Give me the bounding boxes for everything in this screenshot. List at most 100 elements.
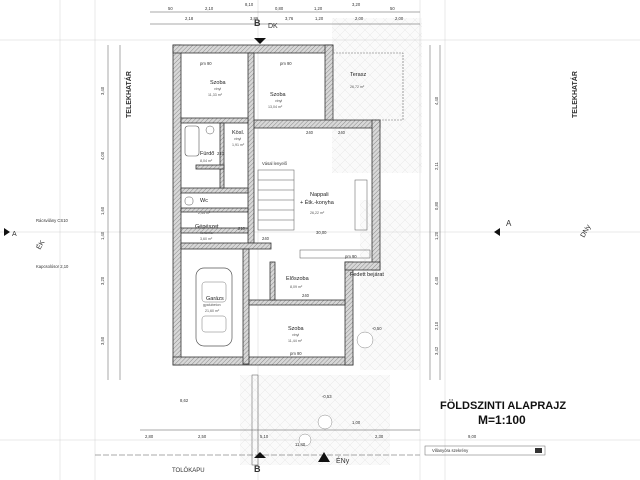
label-kitchen: Vásal lenyelő: [262, 161, 288, 166]
wc-bowl: [184, 196, 194, 206]
dimension-chain-right: 4,40 2,11 0,80 1,20 4,40 2,10 3,42: [429, 45, 441, 380]
drawing-scale: M=1:100: [478, 413, 526, 427]
dim-top2-4: 2,00: [395, 16, 404, 21]
room-name: Szoba: [288, 326, 305, 332]
svg-text:B: B: [254, 464, 261, 474]
compass-eny: ÉNy: [336, 456, 350, 465]
label-level-2: -0,53: [322, 394, 332, 399]
svg-text:A: A: [12, 231, 17, 238]
room-floor: vinyl: [292, 333, 299, 337]
label-210-a: 210: [217, 151, 225, 156]
washbasin: [205, 125, 215, 135]
label-240-b: 240: [338, 130, 346, 135]
label-240-d: 240: [302, 293, 310, 298]
dim-bottom-2: 5,10: [260, 434, 269, 439]
room-name: Fedett bejárat: [350, 272, 384, 278]
terrace-outline: [332, 52, 404, 121]
kitchen-island: [354, 179, 368, 231]
label-note-left-2: Kapcsolósor 2,10: [36, 264, 69, 269]
section-marker-b-bottom: B: [254, 452, 266, 474]
room-terasz: Terasz 26,72 m²: [350, 72, 366, 89]
dim-top-0: 50: [168, 6, 173, 11]
dim-bottom-3: 11,40: [295, 442, 306, 447]
dim-right-2: 0,80: [434, 201, 439, 210]
bathtub: [184, 125, 200, 157]
dim-right-4: 4,40: [434, 276, 439, 285]
label-note-left-1: Rácsvilány CS10: [36, 218, 69, 223]
dim-top2-1: 3,89: [250, 16, 259, 21]
label-pm90-d: pm 90: [345, 254, 357, 259]
kitchen-counter: [299, 249, 371, 259]
svg-text:B: B: [254, 18, 261, 28]
room-eloszoba: Előszoba 8,09 m²: [286, 276, 310, 289]
room-garazs: Garázs gyalubeton 21,60 m²: [203, 296, 224, 313]
room-nappali: Nappali + Étk.-konyha 26,22 m²: [300, 192, 335, 215]
meter-box-note: Villanyóra szekrény: [432, 448, 469, 453]
room-name: Wc: [200, 198, 208, 204]
boundary-label-right: TELEKHATÁR: [570, 71, 579, 118]
dimension-chain-top: 50 2,10 8,10 0,80 1,20 3,20 2,00 50 2,18…: [150, 2, 420, 25]
label-pm90-c: pm 90: [290, 351, 302, 356]
room-name: Előszoba: [286, 276, 310, 282]
room-floor: vinyl: [234, 137, 241, 141]
room-name: Nappali: [310, 192, 329, 198]
walls: [172, 44, 381, 366]
room-area: 3,60 m²: [200, 237, 213, 241]
room-floor: gyalubeton: [203, 303, 221, 307]
section-marker-a-right: A: [494, 219, 512, 236]
dim-top-2: 8,10: [245, 2, 254, 7]
dim-bottom-5: 2,30: [375, 434, 384, 439]
room-floor: vinyl: [214, 87, 221, 91]
room-szoba-3: Szoba vinyl 11,44 m²: [288, 326, 305, 343]
drawing-title: FÖLDSZINTI ALAPRAJZ: [440, 399, 566, 412]
room-floor: kerámia: [200, 231, 213, 235]
room-area: 11,44 m²: [288, 339, 303, 343]
gate-post: [251, 374, 259, 466]
dim-bottom-7: 8,62: [180, 398, 189, 403]
section-marker-a-left: A: [4, 228, 17, 238]
meter-box-icon: [535, 448, 542, 453]
room-name: Terasz: [350, 72, 366, 78]
dim-top-6: 2,00: [355, 16, 364, 21]
section-marker-b-top: B: [254, 18, 266, 44]
room-area: 11,33 m²: [208, 93, 223, 97]
room-area: 8,09 m²: [290, 285, 303, 289]
room-kosl: Kösl. vinyl 1,91 m²: [232, 130, 245, 147]
north-arrow-icon: [318, 452, 330, 462]
room-name: Kösl.: [232, 130, 245, 136]
room-name: Garázs: [206, 296, 224, 302]
dim-bottom-1: 2,50: [198, 434, 207, 439]
room-szoba-1: Szoba vinyl 11,33 m²: [208, 80, 227, 97]
dim-top-4: 1,20: [314, 6, 323, 11]
dim-top2-3: 1,20: [315, 16, 324, 21]
dim-right-6: 3,42: [434, 346, 439, 355]
room-gepeszet: Gépészet kerámia 3,60 m²: [195, 224, 219, 241]
dim-top-5: 3,20: [352, 2, 361, 7]
room-name: Gépészet: [195, 224, 219, 230]
dim-left-2: 1,60: [100, 206, 105, 215]
room-area: 21,60 m²: [205, 309, 220, 313]
paving-area-bottom: [240, 375, 390, 465]
room-area: 8,04 m²: [200, 159, 213, 163]
label-240-c: 240: [262, 236, 270, 241]
room-area: 13,04 m²: [268, 105, 283, 109]
label-pm90-b: pm 90: [280, 61, 292, 66]
boundary-label-left: TELEKHATÁR: [124, 71, 133, 118]
room-szoba-2: Szoba vinyl 13,04 m²: [268, 92, 287, 109]
dim-left-5: 3,50: [100, 336, 105, 345]
room-area: 1,91 m²: [232, 143, 245, 147]
dim-right-3: 1,20: [434, 231, 439, 240]
dimension-chain-left: 3,40 4,00 1,60 1,40 3,20 3,50: [100, 45, 121, 380]
gate-label: TOLÓKAPU: [172, 467, 205, 474]
label-level-3: -0,50: [372, 326, 382, 331]
compass-dk: DK: [268, 23, 278, 30]
dim-left-4: 3,20: [100, 276, 105, 285]
dim-right-0: 4,40: [434, 96, 439, 105]
room-fedett-bejarat: Fedett bejárat: [350, 272, 384, 278]
dim-top-3: 0,80: [275, 6, 284, 11]
dim-top-1: 2,10: [205, 6, 214, 11]
room-area: 2,44 m²: [198, 211, 211, 215]
car-outline: [195, 267, 233, 347]
room-area: 26,72 m²: [350, 85, 365, 89]
